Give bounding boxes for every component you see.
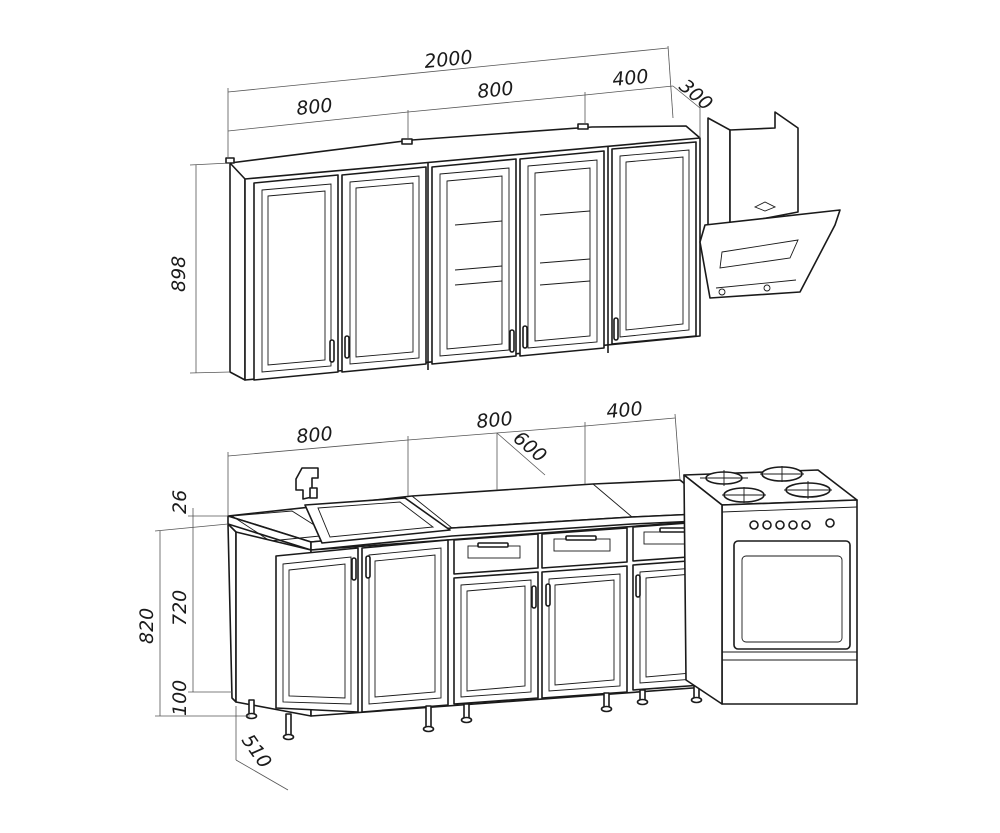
lower-module-2-width: 800 <box>476 408 514 433</box>
lower-module-1-width: 800 <box>296 423 334 448</box>
leg-height: 100 <box>169 680 191 716</box>
lower-door-2 <box>361 539 449 713</box>
lower-drawer-1 <box>453 533 539 575</box>
lower-drawer-2 <box>541 527 628 569</box>
lower-door-3 <box>453 571 539 705</box>
cabinet-legs <box>245 685 703 741</box>
countertop-thickness: 26 <box>169 490 191 514</box>
upper-cabinets <box>225 123 701 381</box>
total-height: 820 <box>136 608 158 644</box>
upper-door-2 <box>341 166 427 373</box>
cabinet-depth: 510 <box>237 730 276 772</box>
upper-module-1-width: 800 <box>295 95 333 120</box>
gas-stove <box>683 466 858 705</box>
cooker-hood <box>699 111 841 299</box>
upper-height: 898 <box>168 256 190 292</box>
carcass-height: 720 <box>169 590 191 626</box>
upper-door-4-glass <box>519 150 605 357</box>
lower-door-4 <box>541 565 628 699</box>
lower-cabinets <box>227 467 721 741</box>
upper-door-3-glass <box>431 158 517 365</box>
countertop-depth: 600 <box>509 427 551 467</box>
hood-depth: 300 <box>675 75 717 115</box>
upper-total-width: 2000 <box>423 46 473 73</box>
upper-module-3-width: 400 <box>611 66 649 91</box>
upper-door-1 <box>253 174 339 381</box>
upper-door-5 <box>611 141 697 345</box>
lower-door-1 <box>275 547 359 713</box>
upper-module-2-width: 800 <box>476 78 514 103</box>
lower-module-3-width: 400 <box>606 398 644 423</box>
